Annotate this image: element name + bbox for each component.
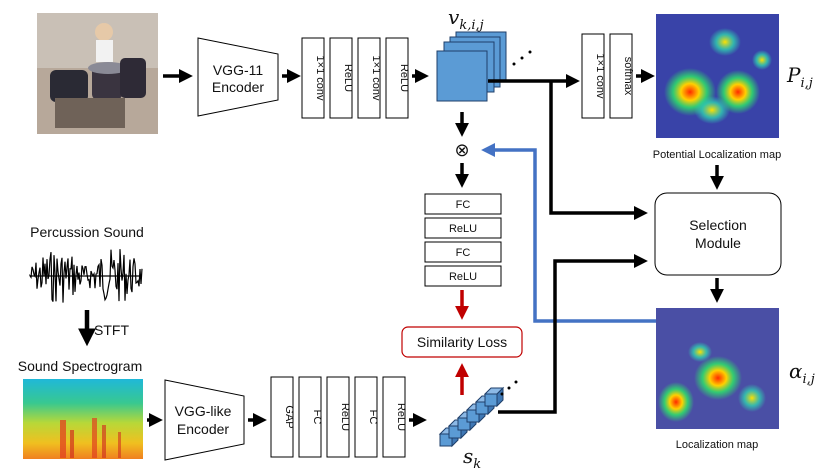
arrow-sound-to-selection <box>498 254 648 414</box>
fc-stack-layer-1: FC <box>456 199 471 211</box>
visual-layer-1: 1×1 conv <box>314 56 326 101</box>
fc-stack-layer-3: FC <box>456 247 471 259</box>
sound-feature-vector <box>438 386 505 448</box>
localization-symbol: αi,j <box>789 359 815 387</box>
audio-layer-4: FC <box>367 410 379 425</box>
fc-stack-layer-2: ReLU <box>449 223 477 235</box>
potential-symbol: Pi,j <box>786 63 813 91</box>
fc-stack-layer-4: ReLU <box>449 271 477 283</box>
sound-waveform <box>29 249 143 303</box>
potential-layers-block: 1×1 conv softmax <box>581 33 634 119</box>
sound-spectrogram <box>23 379 143 459</box>
localization-map <box>656 308 779 429</box>
potential-layer-2: softmax <box>622 57 634 96</box>
similarity-loss-label: Similarity Loss <box>417 334 507 350</box>
vgg11-encoder-label-2: Encoder <box>212 79 264 95</box>
feedback-arrow-localization-to-multiply <box>481 143 656 323</box>
audio-layers-block: GAP FC ReLU FC ReLU <box>270 376 407 458</box>
multiply-node: ⊗ <box>454 140 469 160</box>
visual-layer-3: 1×1 conv <box>370 56 382 101</box>
sound-vector-cell <box>484 393 498 407</box>
sound-vector-dots <box>500 380 518 396</box>
vgg11-encoder-label-1: VGG-11 <box>213 62 264 78</box>
visual-feature-stack <box>436 31 532 102</box>
selection-module-label-1: Selection <box>689 217 747 233</box>
audio-layer-3: ReLU <box>339 403 351 431</box>
potential-caption: Potential Localization map <box>653 149 781 161</box>
similarity-loss-box: Similarity Loss <box>401 326 523 358</box>
audio-layer-2: FC <box>311 410 323 425</box>
audio-layer-1: GAP <box>283 405 295 428</box>
arrow-features-to-selection <box>549 81 648 220</box>
sound-vector-cell-side <box>496 386 504 408</box>
vgg-like-encoder-label-1: VGG-like <box>175 403 232 419</box>
audio-layer-5: ReLU <box>395 403 407 431</box>
feature-symbol: vk,i,j <box>448 5 484 33</box>
selection-module-label-2: Module <box>695 235 741 251</box>
selection-module: Selection Module <box>654 192 782 276</box>
visual-layer-2: ReLU <box>342 64 354 92</box>
visual-layers-block: 1×1 conv ReLU 1×1 conv ReLU <box>301 37 410 119</box>
potential-localization-map <box>656 14 779 138</box>
vgg-like-encoder: VGG-like Encoder <box>164 379 245 461</box>
stft-label: STFT <box>94 322 129 338</box>
localization-caption: Localization map <box>676 439 759 451</box>
input-video-frame <box>37 13 158 134</box>
spectrogram-title: Sound Spectrogram <box>18 358 143 374</box>
potential-layer-1: 1×1 conv <box>594 54 606 99</box>
fc-stack: FC ReLU FC ReLU <box>424 193 502 287</box>
vgg11-encoder: VGG-11 Encoder <box>197 37 279 117</box>
vgg-like-encoder-label-2: Encoder <box>177 421 229 437</box>
percussion-sound-title: Percussion Sound <box>30 224 144 240</box>
sound-symbol: sk <box>463 444 481 472</box>
visual-layer-4: ReLU <box>398 64 410 92</box>
